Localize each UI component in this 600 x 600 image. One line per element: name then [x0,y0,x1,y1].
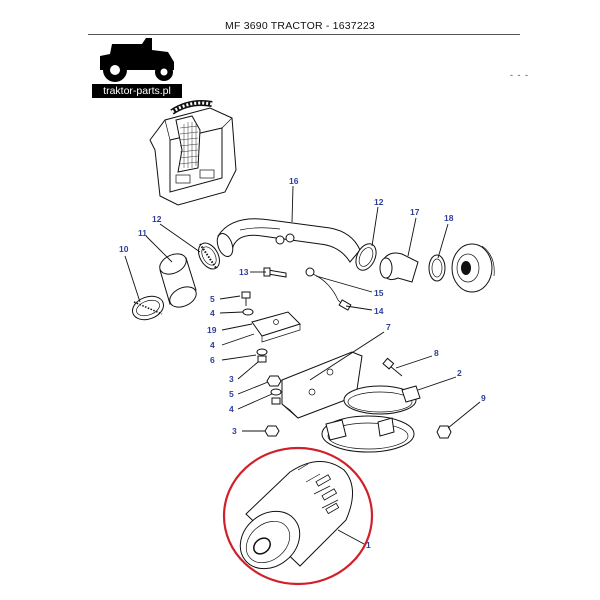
callout-17: 17 [410,207,420,217]
callout-4-middle: 4 [210,340,215,350]
callout-15: 15 [374,288,384,298]
filter-band-upper [343,385,421,415]
callout-13: 13 [239,267,249,277]
callout-14: 14 [374,306,384,316]
filter-band-lower [321,415,415,453]
turbo-inlet [451,243,495,293]
nut-9 [436,425,452,439]
air-filter-element [239,461,353,570]
intake-hose [216,218,361,263]
fastener-stack-lower [264,375,282,437]
corner-mark: - - - [510,70,529,80]
nuts-hose [275,233,295,245]
hose-clamp-10 [132,295,164,321]
callout-8: 8 [434,348,439,358]
callout-6: 6 [210,355,215,365]
callout-3-lower: 3 [232,426,237,436]
leader-lines [124,185,481,545]
callout-labels: 16 12 11 10 12 17 18 13 15 14 5 4 19 4 6… [119,176,486,550]
tractor-hood-drawing [149,100,237,206]
diagram-title: MF 3690 TRACTOR - 1637223 [225,20,375,32]
callout-7: 7 [386,322,391,332]
highlight-circle [222,446,374,586]
callout-4-upper: 4 [210,308,215,318]
sensor-wire [305,267,352,311]
callout-5-upper: 5 [210,294,215,304]
callout-10: 10 [119,244,129,254]
logo-wordmark: traktor-parts.pl [92,84,182,98]
title-rule [88,34,520,35]
callout-19: 19 [207,325,217,335]
tractor-logo-icon [100,38,174,82]
bracket-19 [251,311,301,343]
callout-12-right: 12 [374,197,384,207]
callout-4-lower: 4 [229,404,234,414]
hose-clamp-left [198,242,220,270]
callout-9: 9 [481,393,486,403]
fastener-stack-upper [241,291,268,363]
callout-1: 1 [366,540,371,550]
callout-16: 16 [289,176,299,186]
elbow-hose [379,252,419,283]
bolt-8 [382,357,403,377]
rubber-hose [159,253,197,308]
callout-11: 11 [138,228,147,238]
callout-3-upper: 3 [229,374,234,384]
hose-clamp-18 [428,254,446,282]
bolt-13 [263,267,287,278]
callout-12-left: 12 [152,214,162,224]
callout-2: 2 [457,368,462,378]
callout-5-lower: 5 [229,389,234,399]
callout-18: 18 [444,213,454,223]
